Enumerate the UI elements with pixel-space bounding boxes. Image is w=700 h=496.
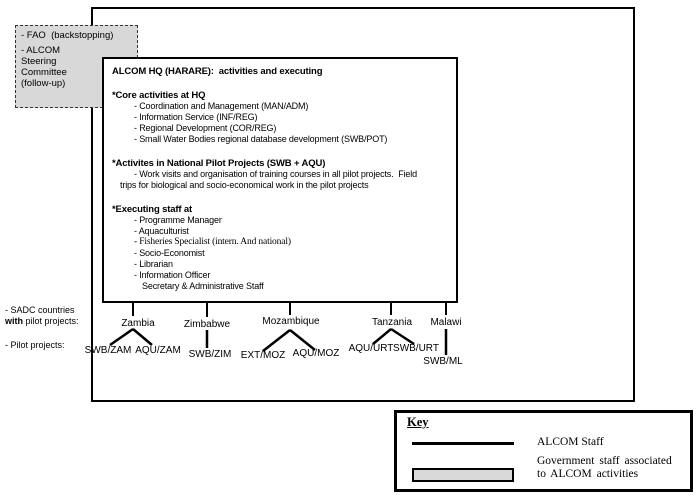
fao-backstopping-label: - FAO (backstopping) bbox=[21, 30, 114, 41]
hq-title: ALCOM HQ (HARARE): activities and execut… bbox=[112, 66, 323, 77]
government-staff-label-line-1: Government staff associated bbox=[537, 455, 672, 467]
pilot-activity-line-1: - Work visits and organisation of traini… bbox=[134, 169, 417, 179]
pilot-project-aqu-urt: AQU/URT bbox=[348, 343, 394, 354]
alcom-steering-label-3: Committee bbox=[21, 67, 67, 78]
core-activity-item: - Information Service (INF/REG) bbox=[134, 112, 258, 122]
staff-item: - Programme Manager bbox=[134, 215, 222, 225]
sadc-countries-label: - SADC countries with pilot projects: bbox=[5, 305, 79, 327]
pilot-project-aqu-zam: AQU/ZAM bbox=[135, 345, 181, 356]
core-activities-heading: *Core activities at HQ bbox=[112, 90, 206, 101]
alcom-steering-label-2: Steering bbox=[21, 56, 57, 67]
key-title: Key bbox=[407, 415, 429, 429]
government-staff-label-line-2: to ALCOM activities bbox=[537, 468, 639, 480]
pilot-project-swb-zim: SWB/ZIM bbox=[188, 349, 232, 360]
alcom-steering-label-4: (follow-up) bbox=[21, 78, 66, 89]
government-staff-label: Government staff associated to ALCOM act… bbox=[537, 455, 689, 481]
country-label-malawi: Malawi bbox=[430, 317, 462, 328]
sadc-with-word: with bbox=[5, 316, 23, 326]
staff-item: - Fisheries Specialist (intern. And nati… bbox=[134, 237, 291, 247]
staff-item: Secretary & Administrative Staff bbox=[142, 281, 264, 291]
key-legend-box: Key ALCOM Staff Government staff associa… bbox=[394, 410, 693, 492]
sadc-countries-line-1: - SADC countries bbox=[5, 305, 75, 315]
pilot-project-ext-moz: EXT/MOZ bbox=[240, 350, 286, 361]
staff-item: - Information Officer bbox=[134, 270, 211, 280]
staff-item: - Socio-Economist bbox=[134, 248, 205, 258]
pilot-project-aqu-moz: AQU/MOZ bbox=[292, 348, 340, 359]
alcom-staff-label: ALCOM Staff bbox=[537, 436, 604, 448]
country-label-zimbabwe: Zimbabwe bbox=[183, 319, 231, 330]
core-activity-item: - Coordination and Management (MAN/ADM) bbox=[134, 101, 309, 111]
pilot-project-swb-urt: SWB/URT bbox=[393, 343, 439, 354]
pilot-activities-heading: *Activites in National Pilot Projects (S… bbox=[112, 158, 326, 169]
country-label-mozambique: Mozambique bbox=[262, 316, 320, 327]
alcom-hq-box: ALCOM HQ (HARARE): activities and execut… bbox=[102, 57, 458, 303]
pilot-activity-line-2: trips for biological and socio-economica… bbox=[120, 180, 369, 190]
pilot-project-swb-ml: SWB/ML bbox=[423, 356, 463, 367]
sadc-rest-text: pilot projects: bbox=[23, 316, 79, 326]
pilot-project-swb-zam: SWB/ZAM bbox=[84, 345, 132, 356]
executing-staff-heading: *Executing staff at bbox=[112, 204, 193, 215]
staff-item: - Librarian bbox=[134, 259, 173, 269]
alcom-steering-label-1: - ALCOM bbox=[21, 45, 61, 56]
country-label-tanzania: Tanzania bbox=[371, 317, 413, 328]
core-activity-item: - Regional Development (COR/REG) bbox=[134, 123, 277, 133]
sadc-countries-line-2: with pilot projects: bbox=[5, 316, 79, 327]
alcom-staff-line-sample bbox=[412, 442, 514, 445]
staff-item: - Aquaculturist bbox=[134, 226, 189, 236]
government-staff-swatch bbox=[412, 468, 514, 482]
pilot-projects-label: - Pilot projects: bbox=[5, 340, 65, 350]
core-activity-item: - Small Water Bodies regional database d… bbox=[134, 134, 388, 144]
country-label-zambia: Zambia bbox=[121, 318, 155, 329]
